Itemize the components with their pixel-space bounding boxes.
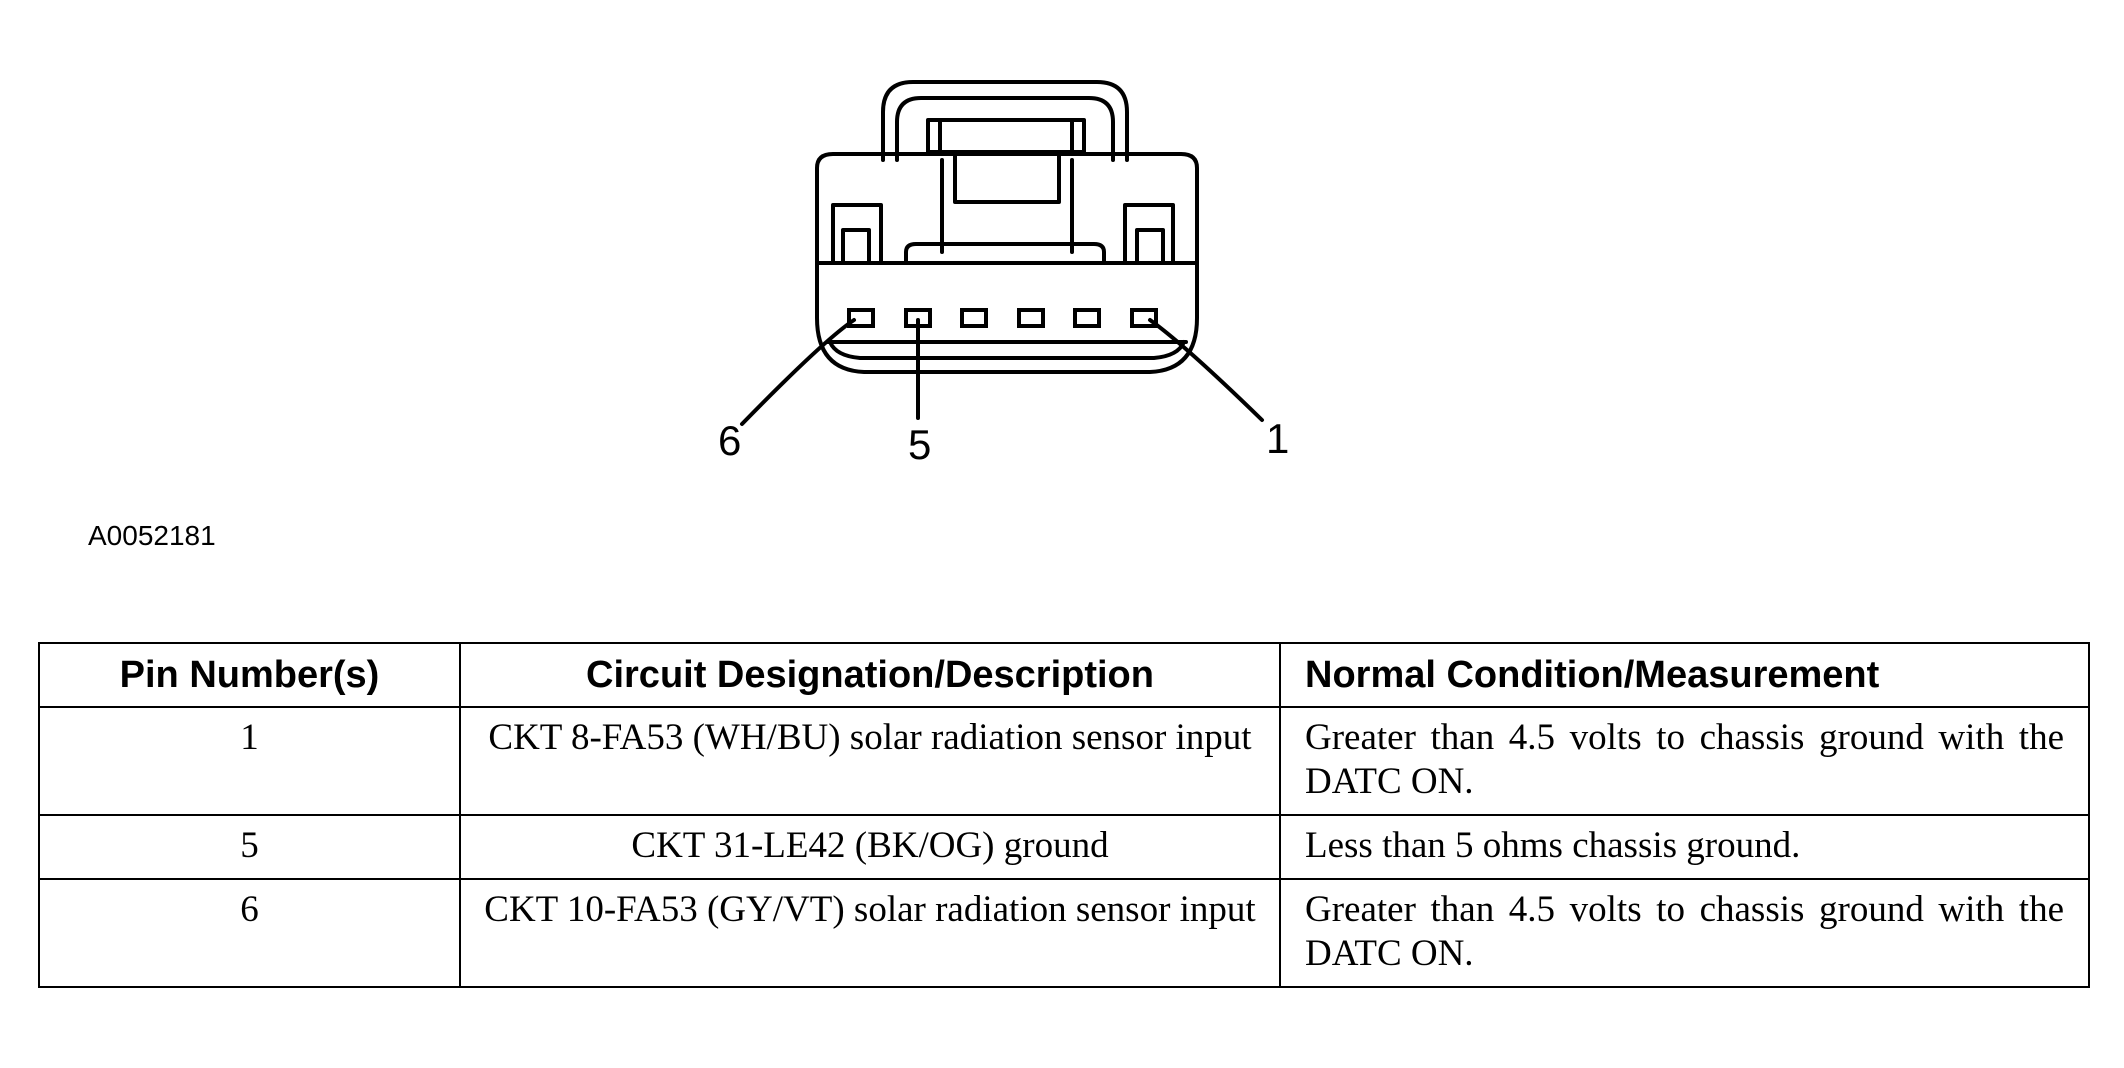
- terminal-cavity-1: [1130, 308, 1158, 328]
- cell-measurement: Greater than 4.5 volts to chassis ground…: [1279, 878, 2090, 988]
- table-row: 5 CKT 31-LE42 (BK/OG) ground Less than 5…: [38, 814, 2090, 880]
- connector-diagram: 6 5 1: [0, 0, 2124, 520]
- table-header-row: Pin Number(s) Circuit Designation/Descri…: [38, 642, 2090, 708]
- cell-description: CKT 8-FA53 (WH/BU) solar radiation senso…: [459, 706, 1281, 816]
- pin-callout-6: 6: [718, 417, 742, 464]
- header-normal-condition: Normal Condition/Measurement: [1279, 642, 2090, 708]
- connector-face-drawing: [740, 80, 1264, 426]
- connector-body: [815, 152, 1199, 374]
- pin-callout-1: 1: [1266, 415, 1290, 462]
- cell-pin: 5: [38, 814, 461, 880]
- header-pin-number: Pin Number(s): [38, 642, 461, 708]
- terminal-cavity-4: [960, 308, 988, 328]
- terminal-cavity-6: [847, 308, 875, 328]
- pin-callout-5: 5: [908, 421, 932, 468]
- right-guide-notch: [1135, 228, 1165, 265]
- right-guide-block: [1123, 203, 1175, 265]
- header-circuit-description: Circuit Designation/Description: [459, 642, 1281, 708]
- cell-measurement: Less than 5 ohms chassis ground.: [1279, 814, 2090, 880]
- cell-pin: 1: [38, 706, 461, 816]
- center-hump: [904, 242, 1106, 265]
- lock-tab-outer: [881, 80, 1129, 162]
- lock-tab-inner: [895, 96, 1115, 162]
- cell-description: CKT 31-LE42 (BK/OG) ground: [459, 814, 1281, 880]
- pin-chart-table: Pin Number(s) Circuit Designation/Descri…: [38, 642, 2090, 988]
- left-guide-block: [831, 203, 883, 265]
- lock-window: [926, 118, 1086, 154]
- cell-description: CKT 10-FA53 (GY/VT) solar radiation sens…: [459, 878, 1281, 988]
- leader-line-1: [1148, 318, 1264, 422]
- table-row: 1 CKT 8-FA53 (WH/BU) solar radiation sen…: [38, 706, 2090, 816]
- leader-line-6: [740, 318, 856, 426]
- figure-id: A0052181: [88, 520, 216, 551]
- terminal-cavity-2: [1073, 308, 1101, 328]
- terminal-cavity-3: [1017, 308, 1045, 328]
- lock-latch: [953, 150, 1061, 204]
- cell-measurement: Greater than 4.5 volts to chassis ground…: [1279, 706, 2090, 816]
- left-guide-notch: [841, 228, 871, 265]
- cell-pin: 6: [38, 878, 461, 988]
- table-row: 6 CKT 10-FA53 (GY/VT) solar radiation se…: [38, 878, 2090, 988]
